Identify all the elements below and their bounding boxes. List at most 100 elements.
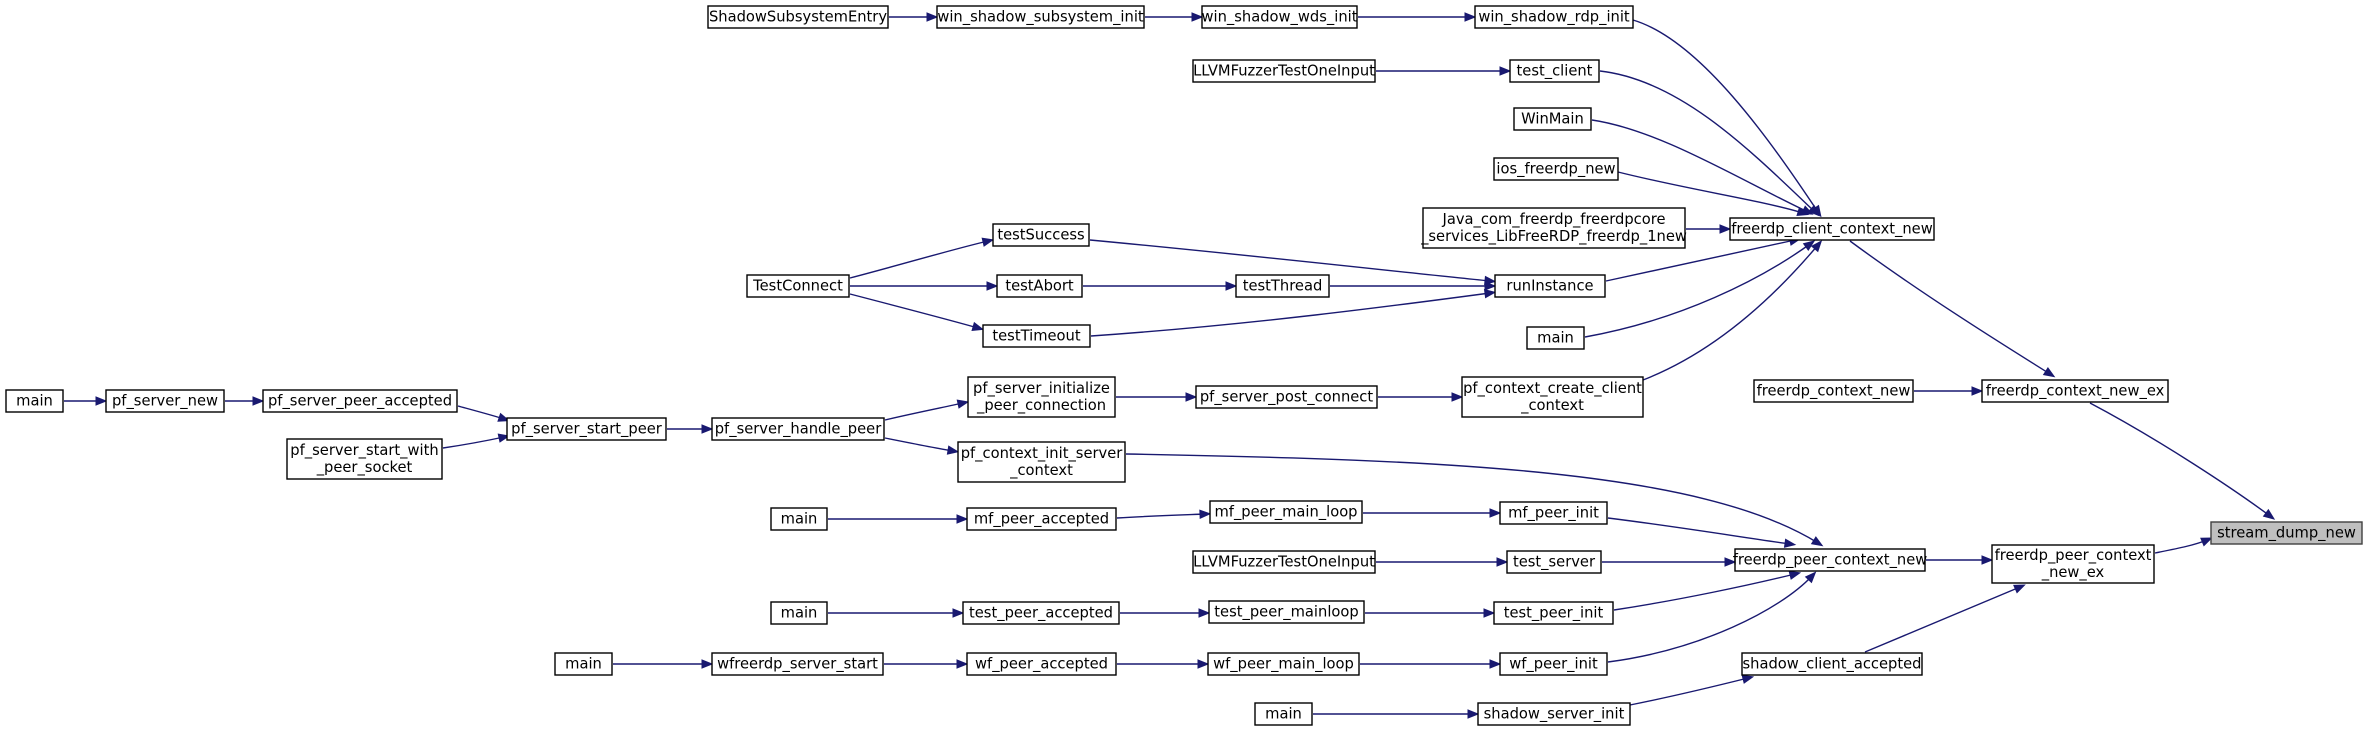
node-test_peer_init[interactable]: test_peer_init bbox=[1493, 601, 1614, 625]
edge-main_client-to-freerdp_client_context_new bbox=[1584, 240, 1816, 338]
node-pf_server_initialize_peer_connection[interactable]: pf_server_initialize_peer_connection bbox=[967, 376, 1116, 418]
node-pf_context_create_client_context[interactable]: pf_context_create_client_context bbox=[1461, 376, 1644, 418]
node-Java_freerdp_new[interactable]: Java_com_freerdp_freerdpcore_services_Li… bbox=[1420, 207, 1687, 249]
node-pf_server_start_with_peer_socket[interactable]: pf_server_start_with_peer_socket bbox=[286, 438, 443, 480]
node-label: shadow_client_accepted bbox=[1743, 656, 1922, 673]
node-wf_peer_init[interactable]: wf_peer_init bbox=[1499, 652, 1608, 676]
node-label: LLVMFuzzerTestOneInput bbox=[1193, 554, 1375, 571]
edge-line bbox=[1605, 239, 1796, 282]
node-testThread[interactable]: testThread bbox=[1235, 274, 1330, 298]
node-box bbox=[1494, 274, 1606, 298]
node-label: _new_ex bbox=[2041, 564, 2105, 581]
node-test_peer_mainloop[interactable]: test_peer_mainloop bbox=[1208, 600, 1365, 624]
node-label: main bbox=[781, 605, 818, 622]
node-pf_server_post_connect[interactable]: pf_server_post_connect bbox=[1195, 385, 1378, 409]
edge-freerdp_peer_context_new-to-freerdp_peer_context_new_ex bbox=[1926, 555, 1994, 565]
edge-TestConnect-to-testAbort bbox=[849, 281, 999, 291]
edge-pf_server_peer_accepted-to-pf_server_start_peer bbox=[457, 405, 511, 422]
node-ShadowSubsystemEntry[interactable]: ShadowSubsystemEntry bbox=[707, 5, 889, 29]
node-main_wf[interactable]: main bbox=[554, 652, 613, 676]
node-win_shadow_wds_init[interactable]: win_shadow_wds_init bbox=[1201, 5, 1358, 29]
node-pf_context_init_server_context[interactable]: pf_context_init_server_context bbox=[957, 441, 1126, 483]
node-test_server[interactable]: test_server bbox=[1506, 550, 1602, 574]
node-mf_peer_accepted[interactable]: mf_peer_accepted bbox=[966, 507, 1117, 531]
node-label: main bbox=[1537, 330, 1574, 347]
edge-line bbox=[1613, 573, 1796, 611]
node-box bbox=[5, 389, 64, 413]
node-box bbox=[105, 389, 225, 413]
node-main_mf[interactable]: main bbox=[770, 507, 828, 531]
edge-test_server-to-freerdp_peer_context_new bbox=[1602, 557, 1737, 567]
node-pf_server_handle_peer[interactable]: pf_server_handle_peer bbox=[711, 417, 885, 441]
node-box bbox=[996, 274, 1083, 298]
node-pf_server_peer_accepted[interactable]: pf_server_peer_accepted bbox=[262, 389, 458, 413]
node-win_shadow_rdp_init[interactable]: win_shadow_rdp_init bbox=[1474, 5, 1634, 29]
node-freerdp_context_new_ex[interactable]: freerdp_context_new_ex bbox=[1981, 379, 2169, 403]
node-label: test_peer_init bbox=[1504, 605, 1604, 622]
node-testTimeout[interactable]: testTimeout bbox=[982, 324, 1091, 348]
node-LLVMFuzzer_client[interactable]: LLVMFuzzerTestOneInput bbox=[1192, 59, 1376, 83]
node-main_shadow[interactable]: main bbox=[1254, 702, 1313, 726]
arrowhead-icon bbox=[252, 396, 265, 406]
node-testSuccess[interactable]: testSuccess bbox=[992, 223, 1090, 247]
arrowhead-icon bbox=[1496, 557, 1509, 567]
node-test_client[interactable]: test_client bbox=[1509, 59, 1600, 83]
edge-test_peer_mainloop-to-test_peer_init bbox=[1365, 608, 1496, 618]
node-ios_freerdp_new[interactable]: ios_freerdp_new bbox=[1493, 157, 1619, 181]
edge-freerdp_client_context_new-to-freerdp_context_new_ex bbox=[1849, 240, 2056, 378]
arrowhead-icon bbox=[1191, 12, 1204, 22]
node-label: win_shadow_wds_init bbox=[1202, 9, 1358, 26]
arrowhead-icon bbox=[1199, 509, 1212, 519]
node-mf_peer_init[interactable]: mf_peer_init bbox=[1499, 501, 1608, 525]
node-freerdp_peer_context_new[interactable]: freerdp_peer_context_new bbox=[1733, 548, 1928, 572]
node-box bbox=[936, 5, 1145, 29]
node-label: _peer_socket bbox=[316, 459, 413, 476]
node-box bbox=[992, 223, 1090, 247]
node-main_test[interactable]: main bbox=[770, 601, 828, 625]
arrowhead-icon bbox=[1489, 508, 1502, 518]
edge-line bbox=[1617, 171, 1804, 214]
edge-Java_freerdp_new-to-freerdp_client_context_new bbox=[1685, 224, 1732, 234]
node-test_peer_accepted[interactable]: test_peer_accepted bbox=[962, 601, 1120, 625]
node-shadow_client_accepted[interactable]: shadow_client_accepted bbox=[1741, 652, 1923, 676]
node-label: shadow_server_init bbox=[1484, 706, 1625, 723]
node-wf_peer_main_loop[interactable]: wf_peer_main_loop bbox=[1207, 652, 1360, 676]
arrowhead-icon bbox=[2013, 584, 2026, 594]
node-win_shadow_subsystem_init[interactable]: win_shadow_subsystem_init bbox=[936, 5, 1145, 29]
node-LLVMFuzzer_server[interactable]: LLVMFuzzerTestOneInput bbox=[1192, 550, 1376, 574]
node-main_client[interactable]: main bbox=[1526, 326, 1585, 350]
node-pf_server_new[interactable]: pf_server_new bbox=[105, 389, 225, 413]
node-shadow_server_init[interactable]: shadow_server_init bbox=[1477, 702, 1631, 726]
edge-line bbox=[1629, 677, 1749, 706]
node-WinMain[interactable]: WinMain bbox=[1513, 107, 1592, 131]
node-runInstance[interactable]: runInstance bbox=[1494, 274, 1606, 298]
node-freerdp_context_new[interactable]: freerdp_context_new bbox=[1753, 379, 1914, 403]
node-label: freerdp_peer_context_new bbox=[1733, 552, 1928, 569]
arrowhead-icon bbox=[971, 321, 985, 332]
edge-main_wf-to-wfreerdp_server_start bbox=[613, 659, 714, 669]
node-label: runInstance bbox=[1506, 278, 1593, 295]
edge-freerdp_peer_context_new_ex-to-stream_dump_new bbox=[2154, 537, 2213, 554]
node-stream_dump_new[interactable]: stream_dump_new bbox=[2210, 521, 2363, 545]
node-label: pf_server_new bbox=[112, 393, 218, 410]
node-box bbox=[1734, 548, 1926, 572]
node-main_pf[interactable]: main bbox=[5, 389, 64, 413]
node-wf_peer_accepted[interactable]: wf_peer_accepted bbox=[966, 652, 1117, 676]
node-testAbort[interactable]: testAbort bbox=[996, 274, 1083, 298]
node-pf_server_start_peer[interactable]: pf_server_start_peer bbox=[506, 417, 667, 441]
edge-pf_server_handle_peer-to-pf_server_initialize_peer_connection bbox=[884, 399, 970, 421]
node-label: pf_context_init_server bbox=[961, 445, 1124, 462]
node-box bbox=[1461, 376, 1644, 418]
edge-ShadowSubsystemEntry-to-win_shadow_subsystem_init bbox=[889, 12, 939, 22]
node-wfreerdp_server_start[interactable]: wfreerdp_server_start bbox=[711, 652, 884, 676]
node-freerdp_peer_context_new_ex[interactable]: freerdp_peer_context_new_ex bbox=[1991, 544, 2155, 584]
edge-line bbox=[1864, 586, 2021, 653]
arrowhead-icon bbox=[1981, 555, 1994, 565]
node-TestConnect[interactable]: TestConnect bbox=[746, 274, 850, 298]
arrowhead-icon bbox=[1198, 608, 1211, 618]
node-mf_peer_main_loop[interactable]: mf_peer_main_loop bbox=[1209, 500, 1363, 524]
node-freerdp_client_context_new[interactable]: freerdp_client_context_new bbox=[1729, 217, 1935, 241]
arrowhead-icon bbox=[956, 659, 969, 669]
edge-pf_server_new-to-pf_server_peer_accepted bbox=[225, 396, 265, 406]
node-box bbox=[1493, 601, 1614, 625]
